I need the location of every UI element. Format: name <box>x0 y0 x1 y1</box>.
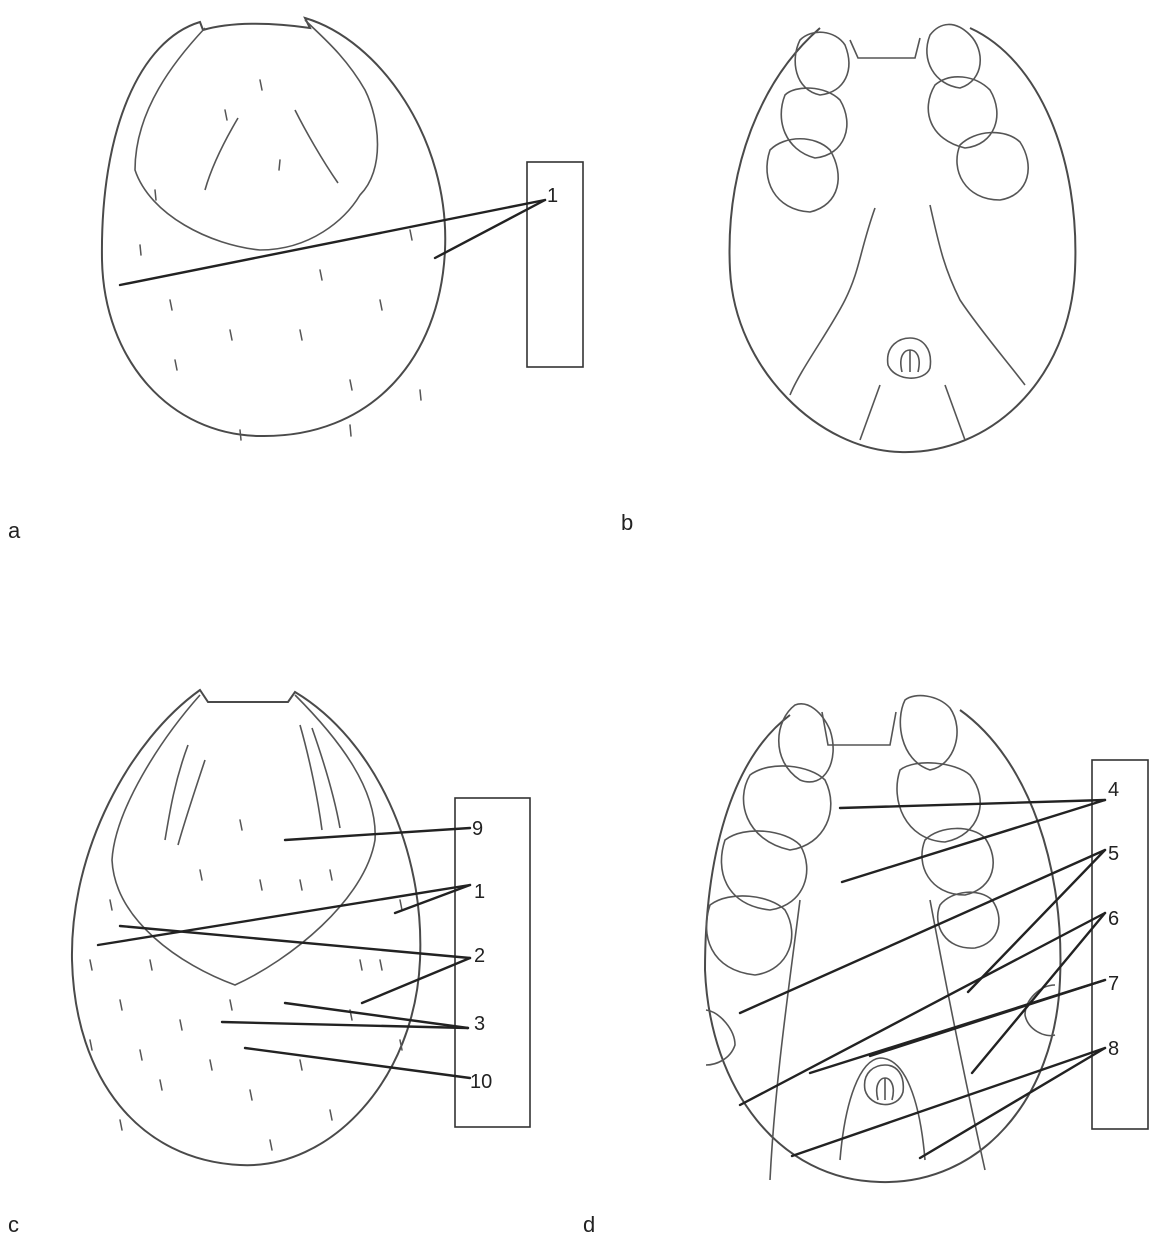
panel-a-label: a <box>8 518 21 543</box>
panel-a-setae <box>140 80 421 440</box>
panel-a-shield-groove-right <box>295 110 338 183</box>
panel-d-legs-left <box>706 704 833 975</box>
panel-c-label: c <box>8 1212 19 1237</box>
panel-c-callout-3: 3 <box>474 1013 485 1035</box>
panel-d-leader-4a <box>840 800 1105 808</box>
panel-d-leader-5a <box>740 850 1105 1013</box>
panel-d-leader-5b <box>968 850 1105 992</box>
panel-b-gnathosoma-notch <box>850 38 920 58</box>
panel-c-dorsal-shield <box>112 695 375 985</box>
panel-d-anal-plate <box>865 1065 904 1105</box>
panel-c-leader-1a <box>98 885 470 945</box>
panel-c-leader-10 <box>245 1048 470 1078</box>
panel-d-leader-4b <box>842 800 1105 882</box>
panel-c-dorsal-view: 9 1 2 3 10 c <box>8 690 530 1237</box>
panel-d-callout-6: 6 <box>1108 908 1119 930</box>
panel-c-body-outline <box>72 690 420 1165</box>
panel-b-anal-opening <box>901 350 919 372</box>
panel-b-line-left <box>860 385 880 440</box>
panel-b-body-outline <box>730 28 1076 452</box>
panel-d-callout-8: 8 <box>1108 1038 1119 1060</box>
panel-c-callout-1: 1 <box>474 881 485 903</box>
panel-b-line-right <box>945 385 965 440</box>
panel-c-callout-9: 9 <box>472 818 483 840</box>
panel-a-shield-groove-left <box>205 118 238 190</box>
panel-c-shield-groove-left <box>165 745 188 840</box>
panel-a-dorsal-view: 1 a <box>8 18 583 543</box>
panel-d-callout-box <box>1092 760 1148 1129</box>
panel-b-legs-left <box>767 32 849 212</box>
panel-d-label: d <box>583 1212 595 1237</box>
panel-c-callout-10: 10 <box>470 1071 492 1093</box>
panel-a-dorsal-shield <box>135 20 378 250</box>
panel-c-leader-9 <box>285 828 470 840</box>
panel-d-leader-6b <box>972 913 1105 1073</box>
panel-a-leader-1a <box>120 200 545 285</box>
panel-d-callout-5: 5 <box>1108 843 1119 865</box>
panel-b-ventral-groove-right <box>930 205 1025 385</box>
panel-d-callout-7: 7 <box>1108 973 1119 995</box>
panel-d-anal-opening <box>877 1078 894 1100</box>
panel-d-callout-4: 4 <box>1108 779 1119 801</box>
panel-d-legs-right <box>897 696 999 949</box>
panel-d-ventral-view: 4 5 6 7 8 d <box>583 696 1148 1237</box>
panel-b-ventral-view: b <box>621 24 1075 535</box>
panel-c-shield-groove-right <box>300 725 322 830</box>
panel-a-callout-1: 1 <box>547 185 558 207</box>
panel-c-shield-groove-right-2 <box>312 728 340 828</box>
panel-d-body-outline <box>705 710 1060 1182</box>
panel-b-label: b <box>621 510 633 535</box>
panel-c-callout-2: 2 <box>474 945 485 967</box>
panel-b-anal-plate <box>888 338 931 378</box>
panel-d-anal-shield <box>840 1058 925 1160</box>
panel-c-shield-groove-left-2 <box>178 760 205 845</box>
panel-b-legs-right <box>927 24 1028 200</box>
panel-a-body-outline <box>102 18 445 436</box>
panel-b-ventral-groove-left <box>790 208 875 395</box>
panel-c-setae <box>90 820 402 1150</box>
